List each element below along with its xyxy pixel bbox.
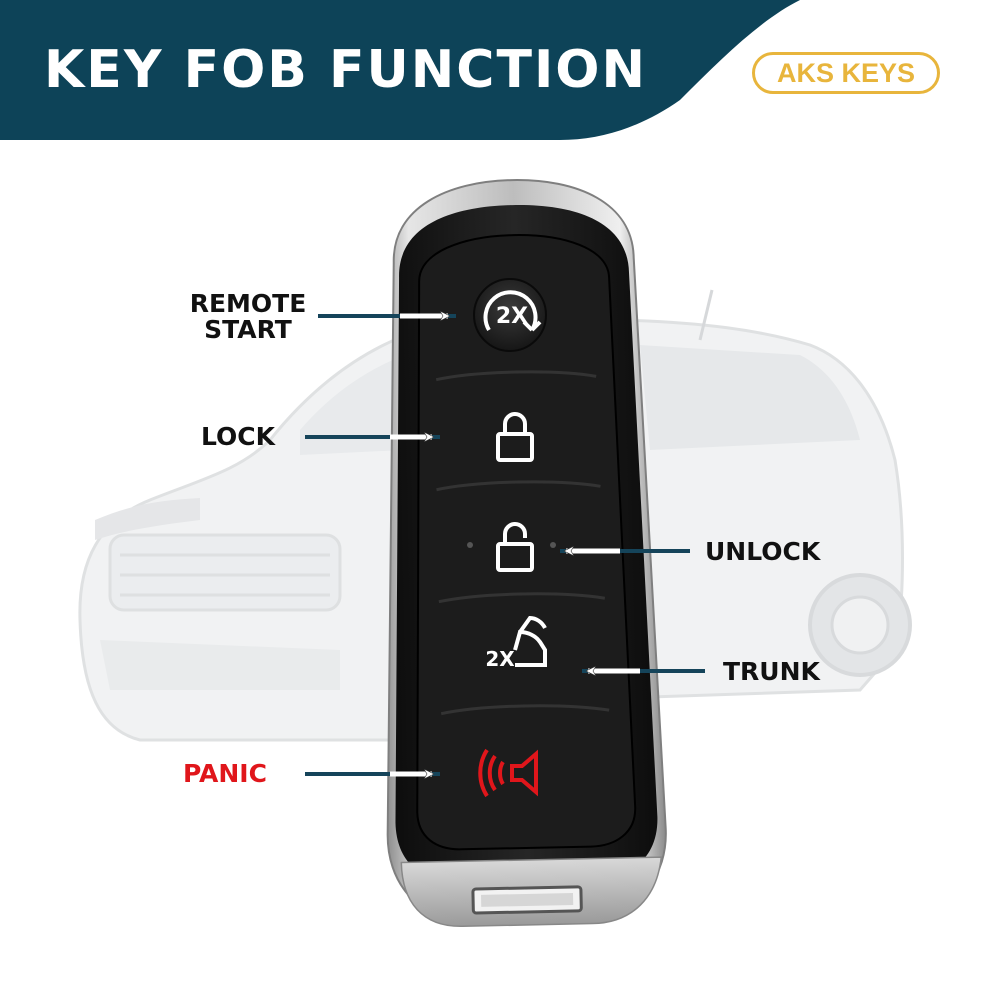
remote-start-glyph: 2X	[496, 304, 528, 329]
rotate-icon	[483, 290, 538, 332]
page-title: KEY FOB FUNCTION	[44, 40, 648, 100]
label-remote-start: REMOTE START	[184, 291, 312, 343]
header-band	[0, 0, 800, 140]
label-remote-start-line1: REMOTE	[189, 289, 307, 318]
label-panic: PANIC	[183, 759, 267, 788]
label-lock: LOCK	[201, 422, 276, 451]
unlock-icon	[496, 522, 534, 572]
remote-start-button	[473, 278, 547, 352]
lock-icon	[496, 412, 534, 462]
panic-icon	[478, 748, 538, 798]
label-unlock: UNLOCK	[705, 537, 821, 566]
trunk-icon	[513, 615, 547, 667]
label-trunk: TRUNK	[723, 657, 820, 686]
trunk-glyph: 2X	[485, 647, 515, 671]
brand-badge: AKS KEYS	[752, 52, 940, 94]
label-remote-start-line2: START	[204, 315, 292, 344]
